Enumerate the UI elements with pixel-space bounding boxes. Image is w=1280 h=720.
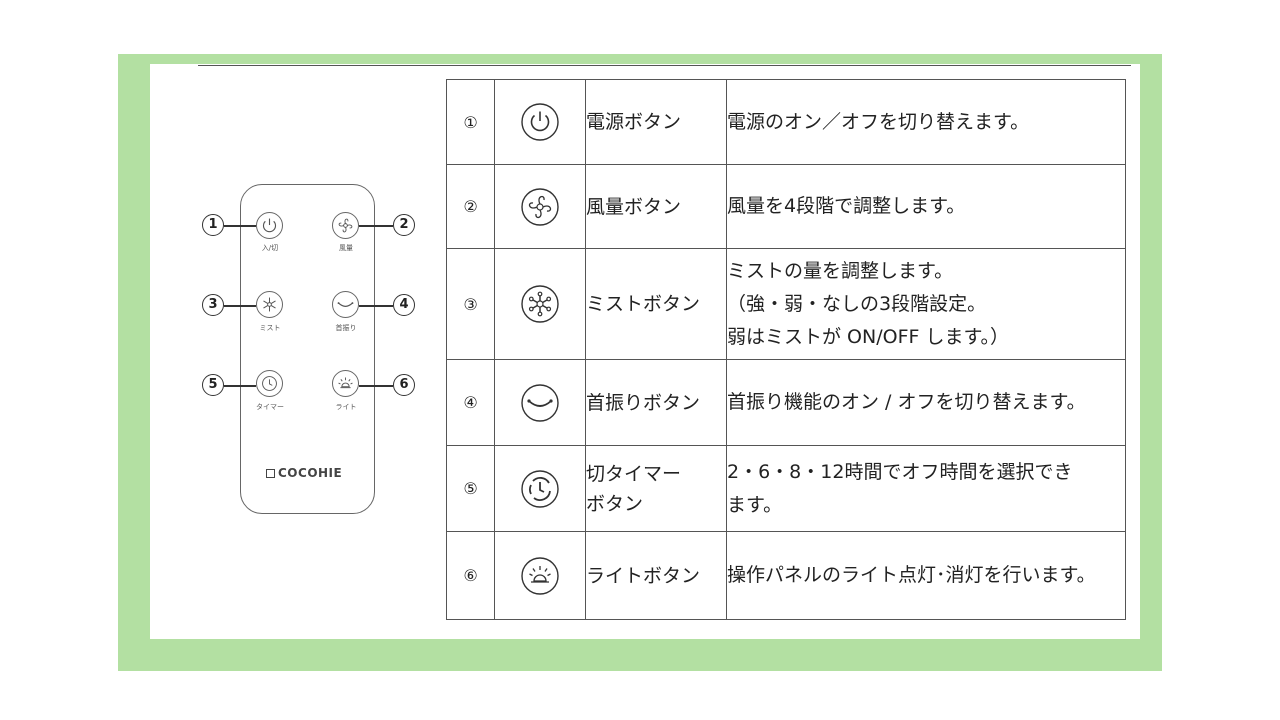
remote-brand-logo: COCOHIE [266, 466, 342, 480]
row-name: 首振りボタン [586, 391, 701, 414]
remote-swing-label: 首振り [335, 324, 357, 332]
table-row: ① 電源ボタン 電源のオン／オフを切り替えます。 [446, 79, 1126, 165]
row-name: 電源ボタン [586, 111, 682, 133]
button-function-table: ① 電源ボタン 電源のオン／オフを切り替えます。 ② 風量ボタン 風量を4段階で… [446, 79, 1126, 620]
row-desc-line: ます。 [727, 493, 783, 516]
remote-swing-button[interactable] [332, 291, 359, 318]
remote-fan-label: 風量 [339, 244, 353, 252]
brand-text: COCOHIE [278, 466, 343, 480]
timer-icon [520, 469, 560, 509]
row-name: ライトボタン [586, 564, 701, 587]
power-icon [520, 102, 560, 142]
row-desc-line: （強・弱・なしの3段階設定。 [727, 292, 987, 315]
row-desc-line: 弱はミストが ON/OFF します。） [727, 325, 1010, 348]
row-desc-line: 電源のオン／オフを切り替えます。 [727, 110, 1030, 133]
callout-6: 6 [393, 374, 415, 396]
remote-mist-label: ミスト [259, 324, 281, 332]
remote-light-label: ライト [335, 403, 357, 411]
row-desc-line: 風量を4段階で調整します。 [727, 195, 966, 217]
remote-timer-button[interactable] [256, 370, 283, 397]
row-icon-cell [494, 445, 586, 532]
fan-icon [338, 218, 353, 233]
light-icon [520, 556, 560, 596]
leader-line-4 [359, 305, 393, 307]
swing-icon [520, 383, 560, 423]
row-desc-line: 操作パネルのライト点灯･消灯を行います。 [727, 564, 1096, 586]
row-number: ④ [463, 393, 478, 412]
row-number: ② [463, 197, 478, 216]
row-number-cell: ⑥ [446, 531, 495, 620]
remote-light-button[interactable] [332, 370, 359, 397]
brand-mark-icon [266, 469, 275, 478]
remote-control-body [240, 184, 375, 514]
row-name-line: ボタン [586, 492, 644, 515]
row-name: 風量ボタン [586, 195, 682, 218]
swing-icon [337, 302, 354, 307]
top-rule [198, 65, 1131, 66]
row-desc-line: 首振り機能のオン / オフを切り替えます。 [727, 391, 1086, 413]
callout-1: 1 [202, 214, 224, 236]
row-number-cell: ② [446, 164, 495, 249]
row-desc-cell: 操作パネルのライト点灯･消灯を行います。 [726, 531, 1126, 620]
row-desc-cell: ミストの量を調整します。 （強・弱・なしの3段階設定。 弱はミストが ON/OF… [726, 248, 1126, 360]
table-row: ⑤ 切タイマー ボタン 2・6・8・12時間でオフ時間を選択でき ます。 [446, 445, 1126, 532]
row-name-cell: ライトボタン [585, 531, 727, 620]
fan-icon [520, 187, 560, 227]
leader-line-1 [224, 225, 256, 227]
row-name-cell: ミストボタン [585, 248, 727, 360]
power-icon [262, 218, 277, 233]
row-desc-cell: 首振り機能のオン / オフを切り替えます。 [726, 359, 1126, 446]
table-row: ⑥ ライトボタン 操作パネルのライト点灯･消灯を行います。 [446, 531, 1126, 620]
table-row: ③ ミストボタン ミストの量を調整します。 （強・弱・なしの3段階設定。 弱はミ… [446, 248, 1126, 360]
table-row: ② 風量ボタン 風量を4段階で調整します。 [446, 164, 1126, 249]
callout-3: 3 [202, 294, 224, 316]
mist-snowflake-icon [520, 284, 560, 324]
row-icon-cell [494, 248, 586, 360]
row-name-line: 切タイマー [586, 462, 682, 485]
row-name: ミストボタン [586, 293, 701, 315]
row-number: ⑤ [463, 479, 478, 498]
leader-line-5 [224, 385, 256, 387]
table-row: ④ 首振りボタン 首振り機能のオン / オフを切り替えます。 [446, 359, 1126, 446]
row-name-cell: 首振りボタン [585, 359, 727, 446]
row-number-cell: ① [446, 79, 495, 165]
row-desc-cell: 電源のオン／オフを切り替えます。 [726, 79, 1126, 165]
light-icon [338, 377, 353, 389]
remote-power-label: 入/切 [261, 244, 279, 252]
row-number-cell: ③ [446, 248, 495, 360]
callout-2: 2 [393, 214, 415, 236]
remote-timer-label: タイマー [256, 403, 284, 411]
remote-fan-button[interactable] [332, 212, 359, 239]
row-number-cell: ④ [446, 359, 495, 446]
remote-mist-button[interactable] [256, 291, 283, 318]
timer-icon [262, 376, 277, 391]
row-icon-cell [494, 531, 586, 620]
row-desc-line: 2・6・8・12時間でオフ時間を選択でき [727, 460, 1073, 483]
row-number-cell: ⑤ [446, 445, 495, 532]
leader-line-3 [224, 305, 256, 307]
row-name-cell: 切タイマー ボタン [585, 445, 727, 532]
row-desc-cell: 風量を4段階で調整します。 [726, 164, 1126, 249]
row-desc-line: ミストの量を調整します。 [727, 259, 954, 282]
row-number: ⑥ [463, 566, 478, 585]
remote-power-button[interactable] [256, 212, 283, 239]
callout-4: 4 [393, 294, 415, 316]
row-name-cell: 風量ボタン [585, 164, 727, 249]
row-number: ③ [463, 294, 478, 314]
row-desc-cell: 2・6・8・12時間でオフ時間を選択でき ます。 [726, 445, 1126, 532]
row-icon-cell [494, 164, 586, 249]
callout-5: 5 [202, 374, 224, 396]
leader-line-2 [359, 225, 393, 227]
row-icon-cell [494, 359, 586, 446]
mist-snowflake-icon [263, 297, 276, 312]
row-name-cell: 電源ボタン [585, 79, 727, 165]
leader-line-6 [359, 385, 393, 387]
row-icon-cell [494, 79, 586, 165]
row-number: ① [463, 112, 478, 132]
